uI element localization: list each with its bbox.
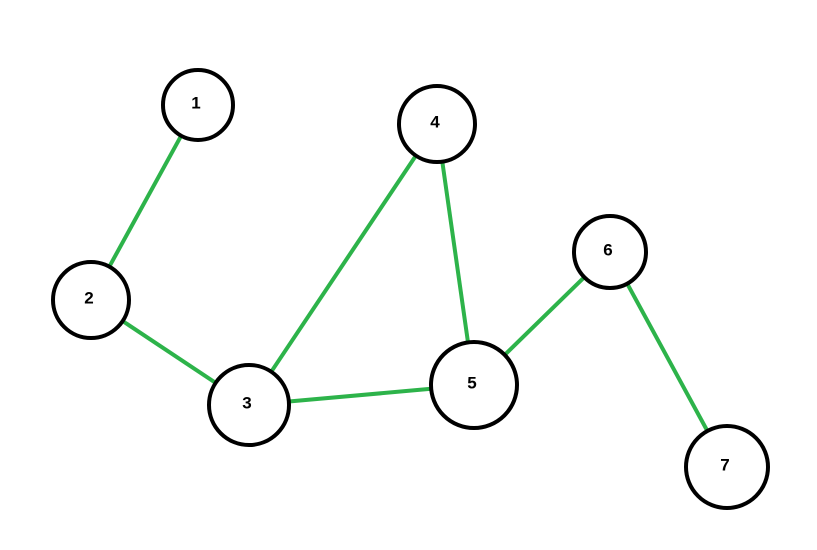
node-circle xyxy=(397,84,477,164)
edges-layer xyxy=(107,134,710,432)
node-4: 4 xyxy=(397,84,477,164)
node-circle xyxy=(684,424,770,510)
node-circle xyxy=(572,214,648,290)
node-label: 6 xyxy=(603,241,612,260)
node-label: 4 xyxy=(430,113,440,132)
edge-4-5 xyxy=(440,161,470,343)
node-5: 5 xyxy=(429,340,519,430)
node-3: 3 xyxy=(207,363,291,447)
edge-6-7 xyxy=(625,282,710,432)
node-label: 7 xyxy=(720,456,729,475)
node-label: 5 xyxy=(467,374,476,393)
edge-5-6 xyxy=(503,275,586,357)
edge-3-5 xyxy=(288,386,432,404)
node-label: 2 xyxy=(84,289,93,308)
node-circle xyxy=(207,363,291,447)
node-6: 6 xyxy=(572,214,648,290)
nodes-layer: 1 2 3 4 5 6 7 xyxy=(51,68,770,510)
edge-3-4 xyxy=(269,154,418,373)
node-2: 2 xyxy=(51,260,131,340)
node-circle xyxy=(51,260,131,340)
node-label: 3 xyxy=(242,394,251,413)
node-circle xyxy=(161,68,235,142)
edge-2-3 xyxy=(121,319,217,385)
node-circle xyxy=(429,340,519,430)
node-7: 7 xyxy=(684,424,770,510)
edge-1-2 xyxy=(107,134,183,268)
node-1: 1 xyxy=(161,68,235,142)
node-label: 1 xyxy=(191,94,200,113)
